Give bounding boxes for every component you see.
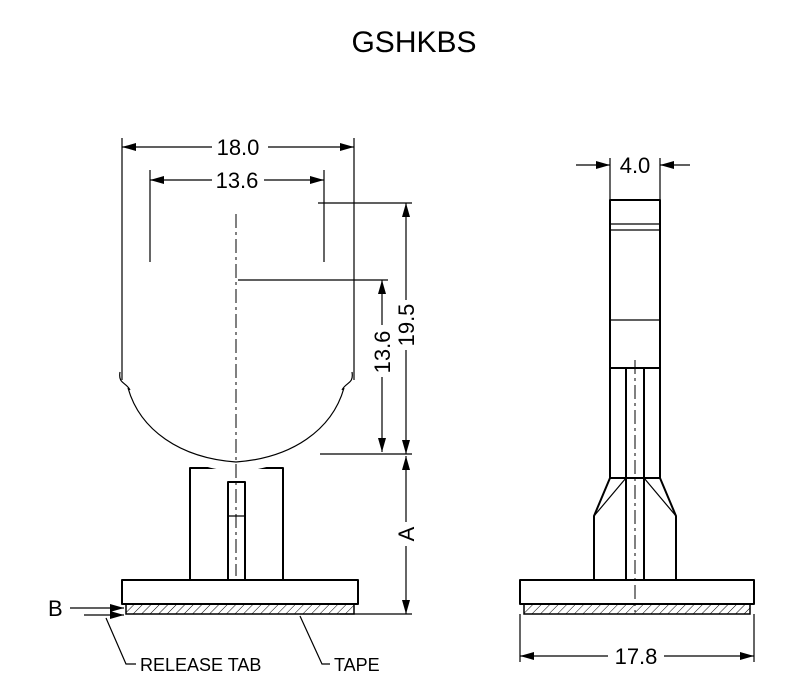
- label-base-width: 17.8: [615, 644, 658, 669]
- label-outer-width: 18.0: [217, 135, 260, 160]
- label-tape-thickness: B: [48, 596, 63, 621]
- dim-side-width: 4.0: [576, 153, 690, 200]
- dim-inner-width: 13.6: [149, 168, 325, 262]
- dim-tape-thickness: B: [48, 596, 124, 621]
- label-stem-height: A: [394, 526, 419, 541]
- dim-stem-height: A: [340, 456, 419, 615]
- label-tape: TAPE: [334, 655, 380, 675]
- dim-base-width: 17.8: [519, 614, 755, 669]
- side-view: [519, 199, 755, 615]
- drawing-title: GSHKBS: [351, 26, 476, 59]
- label-side-width: 4.0: [620, 153, 651, 178]
- label-inner-width: 13.6: [216, 168, 259, 193]
- tape-layer: [125, 603, 355, 615]
- label-release-tab: RELEASE TAB: [140, 655, 261, 675]
- callout-tape: TAPE: [299, 615, 380, 675]
- front-view: [117, 205, 359, 615]
- callout-release-tab: RELEASE TAB: [105, 617, 261, 675]
- dim-inner-height: 13.6: [238, 279, 395, 452]
- label-outer-height: 19.5: [394, 304, 419, 347]
- label-inner-height: 13.6: [370, 331, 395, 374]
- dim-outer-height: 19.5: [318, 202, 419, 455]
- dim-outer-width: 18.0: [121, 135, 355, 380]
